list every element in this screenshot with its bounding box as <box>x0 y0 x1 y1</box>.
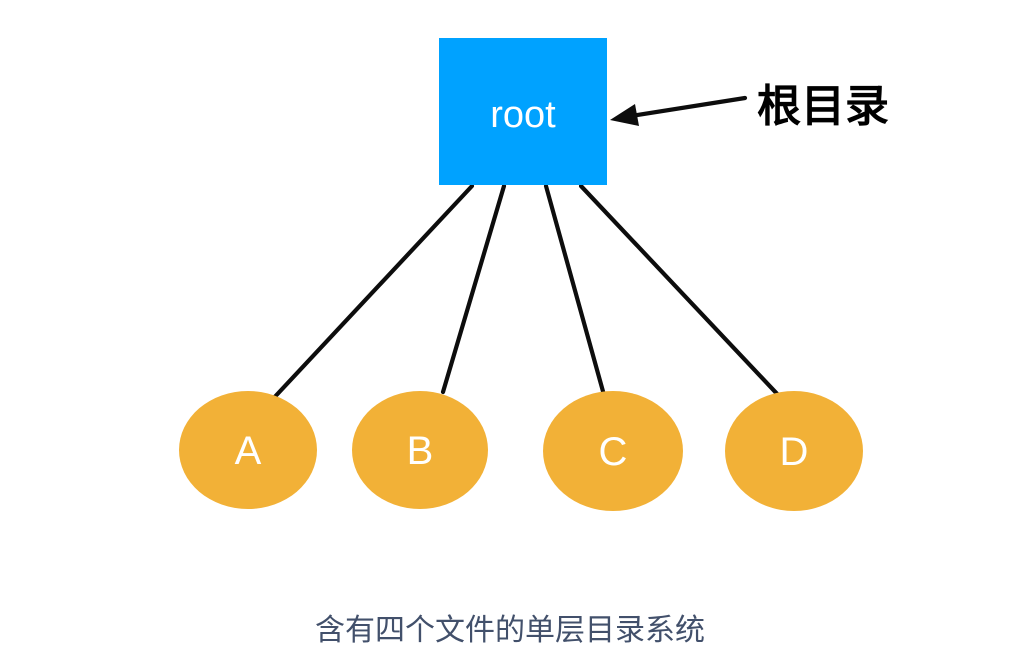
annotation-label: 根目录 <box>757 82 889 131</box>
annotation-arrowhead-icon <box>610 104 639 126</box>
root-box <box>439 38 607 185</box>
edge-root-to-a <box>267 183 475 405</box>
file-node-a: A <box>179 391 317 509</box>
annotation-arrow <box>610 95 748 126</box>
file-node-c: C <box>543 391 683 511</box>
file-ellipse-a <box>179 391 317 509</box>
diagram-caption: 含有四个文件的单层目录系统 <box>315 614 705 647</box>
file-ellipse-d <box>725 391 863 511</box>
file-node-b: B <box>352 391 488 509</box>
file-ellipse-b <box>352 391 488 509</box>
annotation-arrow-shaft <box>628 95 748 119</box>
file-ellipse-c <box>543 391 683 511</box>
file-label-d: D <box>780 430 809 474</box>
edge-root-to-c <box>543 183 607 398</box>
root-node-label: root <box>490 94 556 136</box>
file-label-b: B <box>407 429 434 473</box>
file-label-a: A <box>235 429 262 473</box>
root-node: root <box>439 38 607 185</box>
file-node-d: D <box>725 391 863 511</box>
edge-root-to-b <box>440 183 507 395</box>
edge-root-to-d <box>578 183 784 401</box>
file-label-c: C <box>599 430 628 474</box>
edges <box>267 183 784 405</box>
